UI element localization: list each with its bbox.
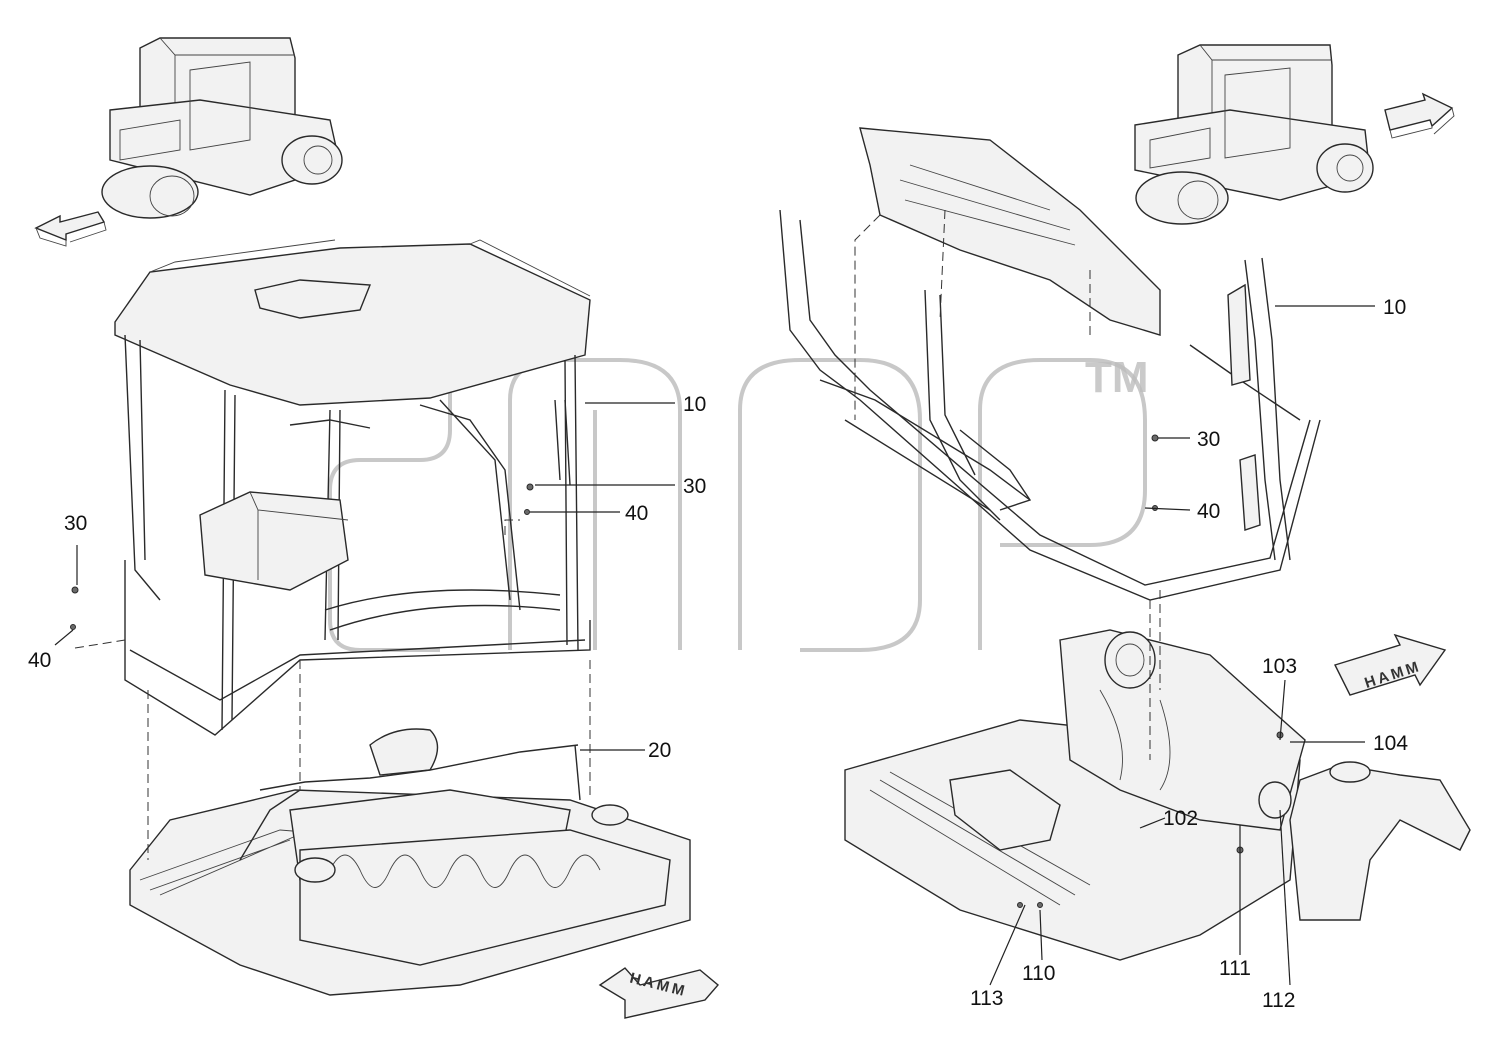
callout-113: 113 [970, 987, 1003, 1010]
callout-102: 102 [1163, 807, 1198, 830]
cab-frame-left [114, 239, 591, 736]
callout-30-left: 30 [683, 475, 706, 498]
leader-lines [54, 305, 1375, 986]
callout-30-side: 30 [64, 512, 87, 535]
callout-103: 103 [1262, 655, 1297, 678]
roller-thumbnail-left [101, 37, 343, 219]
callout-40-side: 40 [28, 649, 51, 672]
watermark-tm: TM [1085, 353, 1149, 402]
watermark-logo: TM [328, 353, 1149, 652]
cab-frame-right [779, 127, 1321, 601]
hamm-arrow-right: HAMM [1334, 633, 1447, 696]
callout-10-right: 10 [1383, 296, 1406, 319]
callout-30-right: 30 [1197, 428, 1220, 451]
floor-plate-left [129, 728, 691, 996]
direction-arrow-left [34, 211, 107, 247]
callout-10-left: 10 [683, 393, 706, 416]
callout-40-left: 40 [625, 502, 648, 525]
direction-arrow-right [1384, 92, 1455, 139]
alignment-lines [74, 209, 1161, 860]
callout-111: 111 [1219, 957, 1251, 980]
floor-plate-right [844, 629, 1471, 961]
hamm-arrow-left: HAMM [598, 967, 719, 1019]
callout-104: 104 [1373, 732, 1408, 755]
callout-112: 112 [1262, 989, 1295, 1012]
callout-110: 110 [1022, 962, 1055, 985]
callout-20: 20 [648, 739, 671, 762]
callout-labels: 10 30 40 30 40 20 10 30 40 103 104 102 1… [28, 296, 1408, 1012]
roller-thumbnail-right [1134, 44, 1374, 225]
callout-40-right: 40 [1197, 500, 1220, 523]
